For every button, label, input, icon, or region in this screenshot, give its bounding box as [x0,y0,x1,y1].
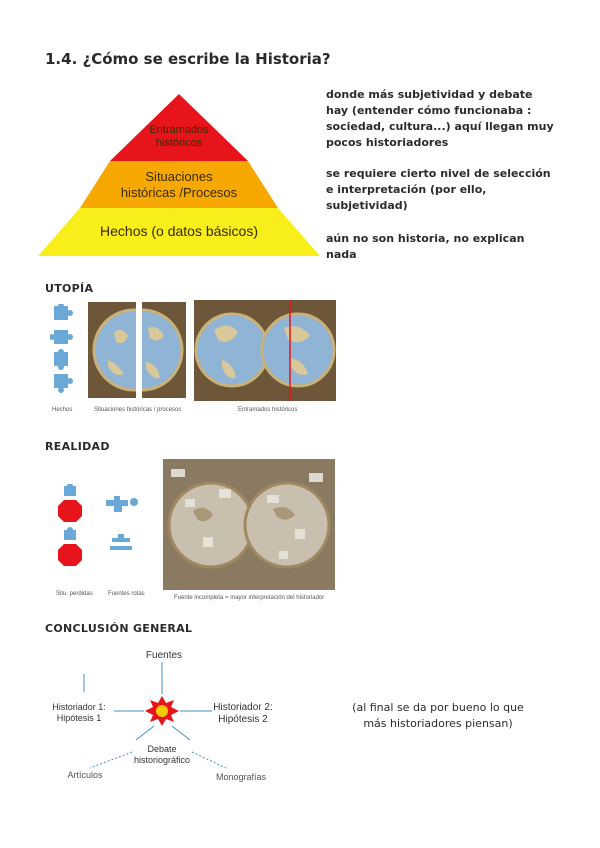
debate-diagram [40,640,300,790]
puzzle-piece-icon [49,303,73,393]
realidad-incomplete-map [163,459,335,590]
missing-piece-icon [58,500,82,566]
pyramid-tier-top-label: Entramados históricos [149,124,209,149]
realidad-caption-broken: Fuentes rotas [108,591,145,597]
note-top: donde más subjetividad y debate hay (ent… [326,88,554,149]
utopia-caption-facts: Hechos [52,407,73,413]
note-base: aún no son historia, no explican nada [326,232,525,261]
utopia-heading: UTOPÍA [45,282,94,295]
page-title: 1.4. ¿Cómo se escribe la Historia? [45,50,331,68]
node-monographs: Monografías [215,772,267,782]
debate-burst-icon [145,696,179,726]
utopia-caption-frameworks: Entramados históricos [238,407,298,413]
node-historian-2: Historiador 2: Hipótesis 2 [213,702,273,725]
pyramid-tier-base-label: Hechos (o datos básicos) [100,223,258,239]
utopia-caption-situations: Situaciones históricas / procesos [94,407,182,413]
conclusion-note: (al final se da por bueno lo que más his… [352,701,524,730]
node-articles: Artículos [67,770,103,780]
utopia-puzzle-pieces [49,303,76,396]
node-debate: Debate historiográfico [133,744,191,765]
utopia-map-half-right [142,302,186,398]
pyramid-tier-top [110,94,248,161]
realidad-broken-pieces [104,492,140,562]
utopia-full-map [194,300,336,401]
pyramid-tier-middle [80,161,278,208]
history-pyramid: Entramados históricos Situaciones histór… [38,94,320,256]
node-sources: Fuentes [145,650,183,661]
broken-piece-icon [106,496,138,550]
note-middle: se requiere cierto nivel de selección e … [326,167,551,212]
realidad-missing-pieces [56,483,86,570]
pyramid-tier-middle-label: Situaciones históricas /Procesos [120,169,238,200]
conclusion-heading: CONCLUSIÓN GENERAL [45,622,193,635]
utopia-map-half-left [88,302,136,398]
node-historian-1: Historiador 1: Hipótesis 1 [52,702,106,723]
realidad-heading: REALIDAD [45,440,110,453]
realidad-caption-incomplete: Fuente incompleta = mayor interpretación… [174,595,325,601]
realidad-caption-lost: Situ. perdidas [56,591,93,597]
puzzle-piece-icon [64,483,76,540]
pyramid-tier-base [38,208,320,256]
